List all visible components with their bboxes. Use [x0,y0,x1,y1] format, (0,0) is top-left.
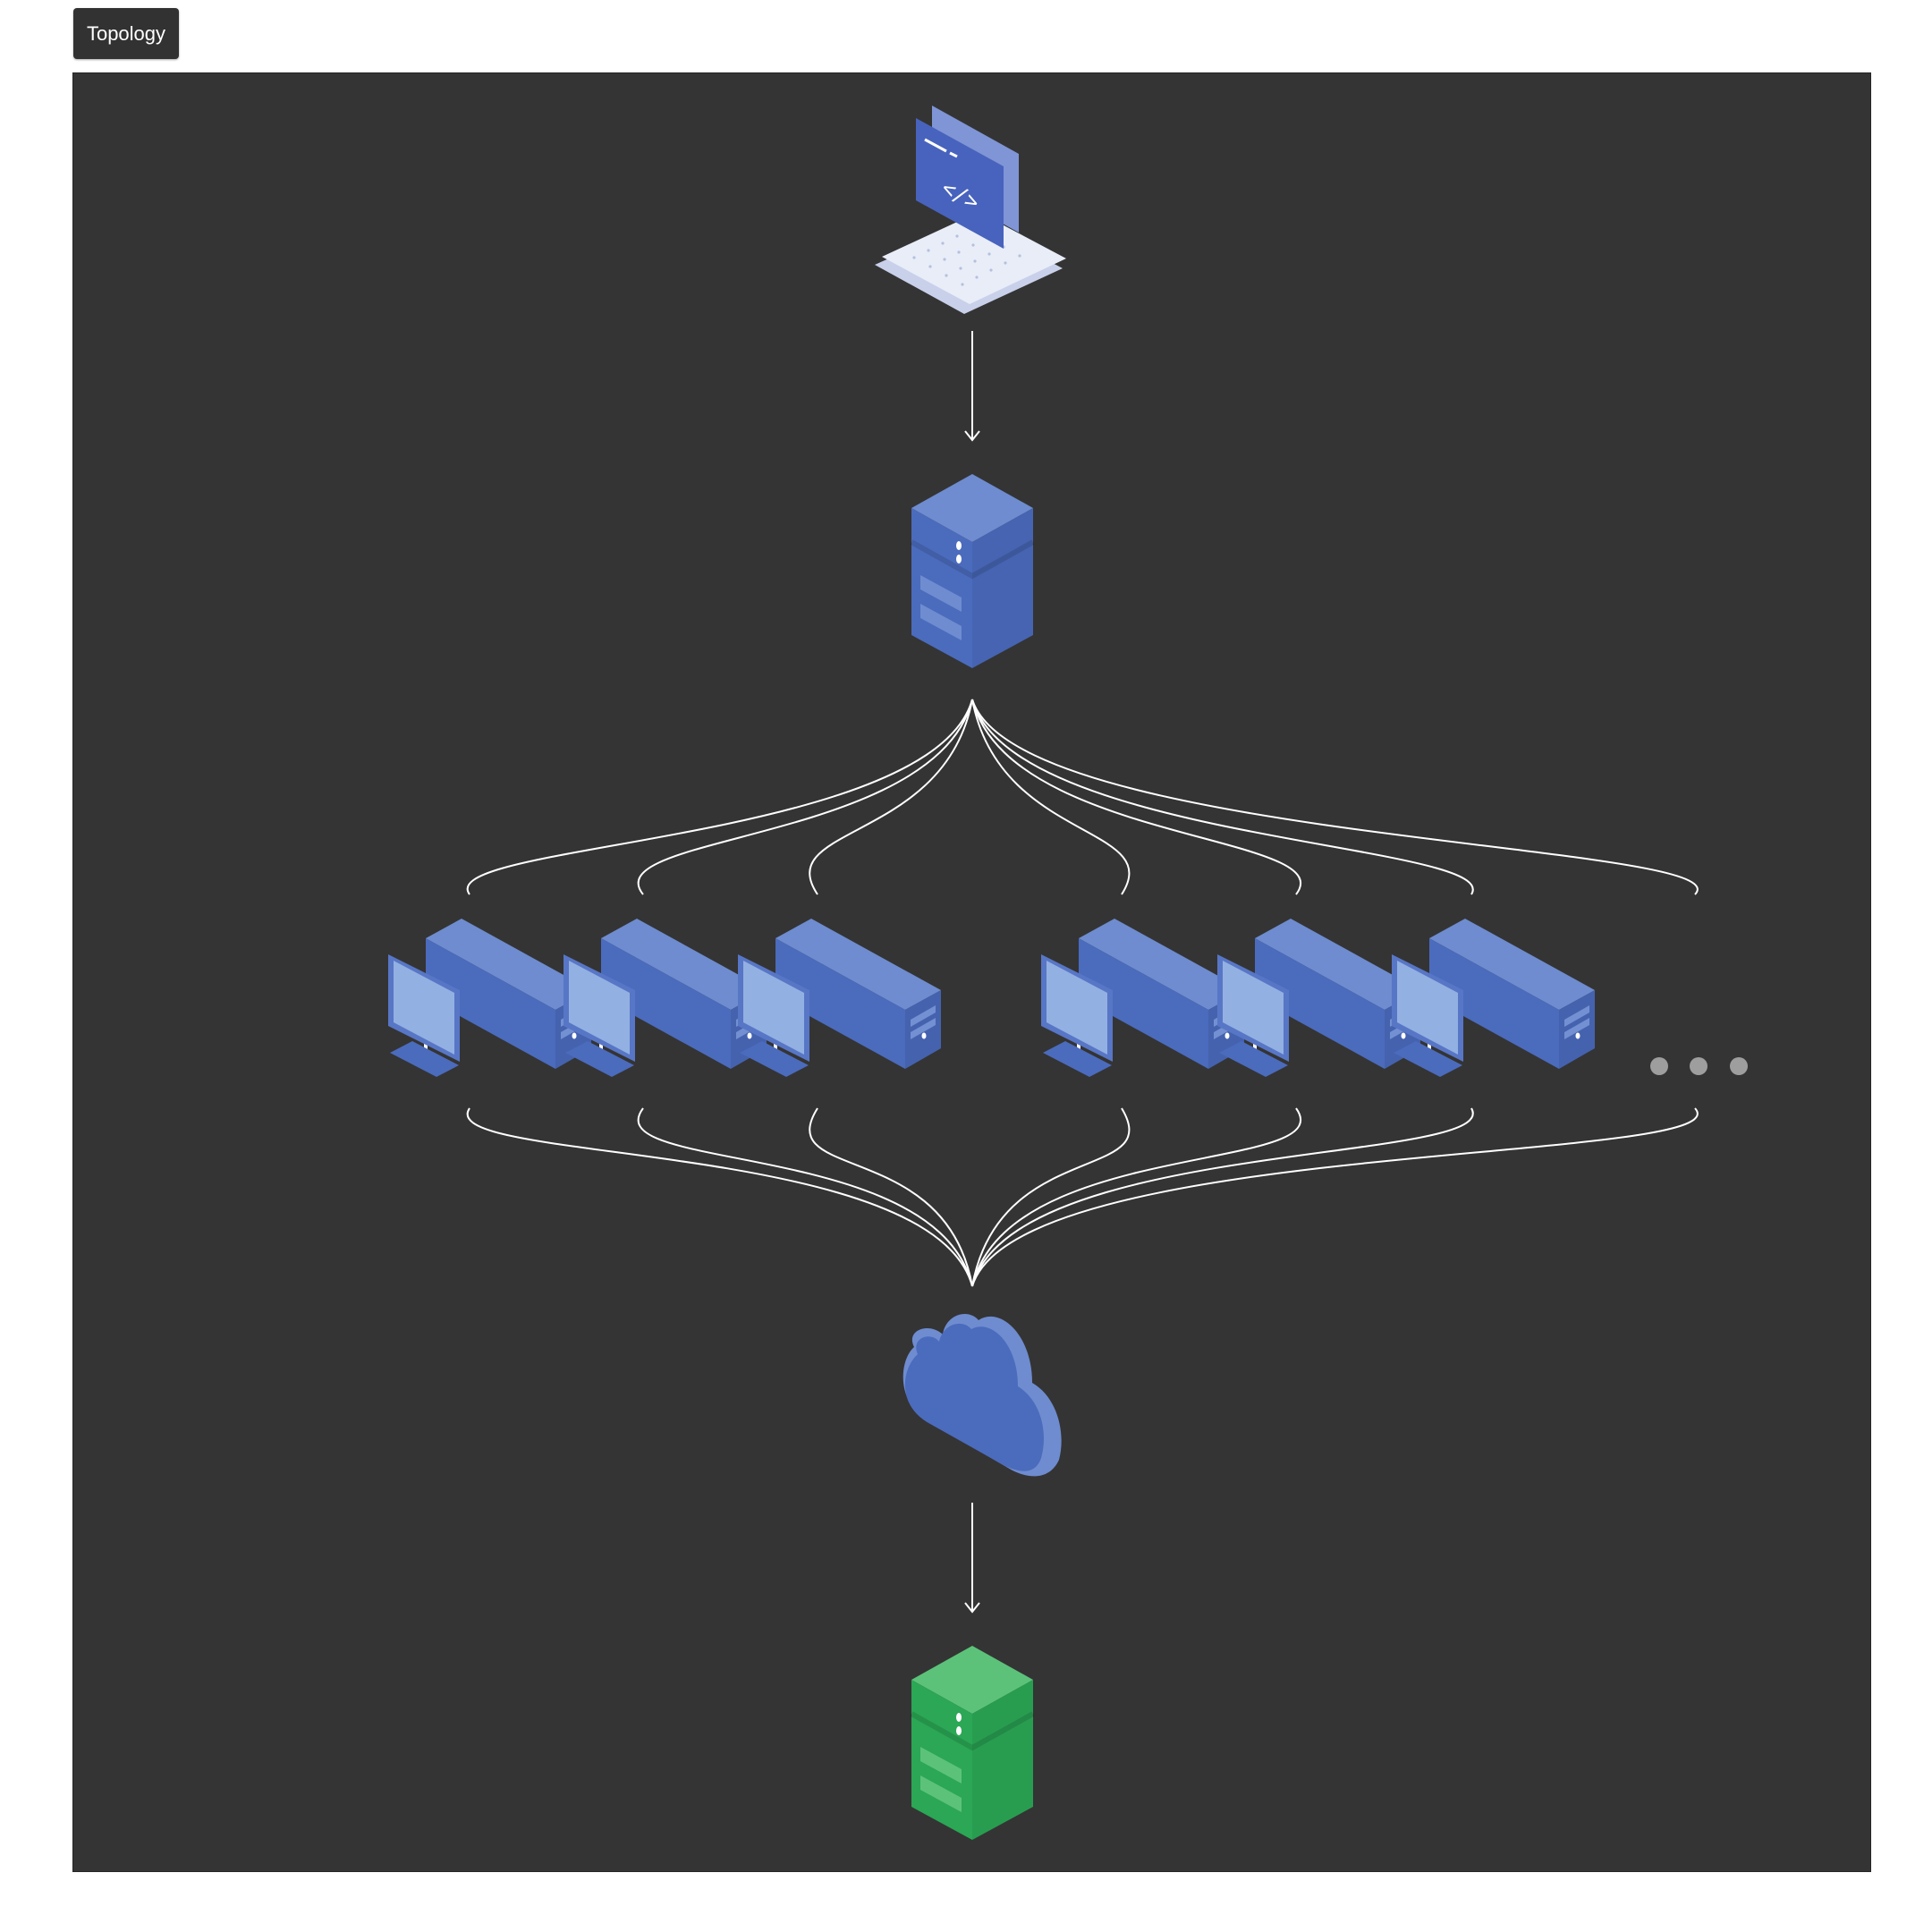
ellipsis-icon[interactable] [1650,1057,1748,1075]
edge-client-gateway [964,331,980,442]
fan-in-edges [466,1107,1699,1287]
tab-topology[interactable]: Topology [73,8,179,59]
workstation-icon-1[interactable] [388,919,591,1077]
topology-diagram: </> [388,106,1748,1873]
workstation-icon-3[interactable] [738,919,941,1077]
storage-server-icon[interactable] [911,1646,1033,1840]
workstation-icon-6[interactable] [1392,919,1595,1077]
cloud-icon[interactable] [902,1314,1062,1477]
workstation-icon-4[interactable] [1041,919,1244,1077]
edge-cloud-storage [964,1503,980,1614]
fan-out-edges [466,699,1699,895]
gateway-server-icon[interactable] [911,474,1033,668]
topology-canvas: </> [72,72,1871,1872]
workstation-icon-5[interactable] [1217,919,1420,1077]
workstation-icon-2[interactable] [564,919,767,1077]
laptop-code-icon[interactable]: </> [875,106,1066,314]
